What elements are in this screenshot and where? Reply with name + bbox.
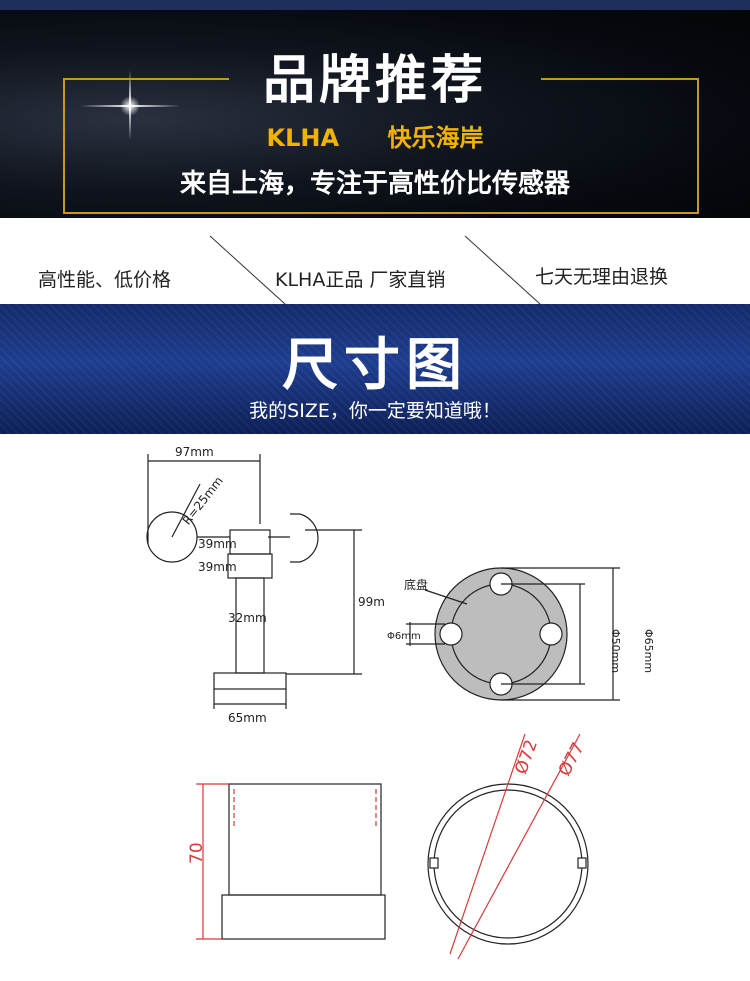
housing-base [221, 894, 386, 940]
dimension-drawing: 97mm R=25mm 39mm 39mm 99m 32mm 65mm 底盘 Φ [0, 434, 750, 977]
label-radius: R=25mm [180, 474, 226, 528]
brand-banner: 品牌推荐 KLHA 快乐海岸 来自上海，专注于高性价比传感器 [0, 0, 750, 218]
size-subtitle: 我的SIZE，你一定要知道哦！ [249, 400, 501, 422]
banner-top-line [0, 0, 750, 10]
base-plate-inner-circle [450, 583, 552, 685]
feature-strip: 高性能、低价格 KLHA正品 厂家直销 七天无理由退换 [0, 218, 750, 304]
feature-dividers [209, 235, 541, 304]
label-ring1: 39mm [198, 537, 237, 551]
brand-name-cn: 快乐海岸 [387, 124, 484, 152]
brand-name-en: KLHA [266, 124, 340, 152]
brand-title: 品牌推荐 [262, 51, 487, 111]
mount-hole-right [539, 622, 563, 646]
gold-frame [63, 78, 699, 214]
banner-texture [0, 304, 750, 434]
gold-frame-top-left [63, 78, 229, 80]
drawing-canvas: 97mm R=25mm 39mm 39mm 99m 32mm 65mm 底盘 Φ [146, 445, 655, 960]
housing-body [228, 783, 382, 896]
gold-frame-top-right [541, 78, 697, 80]
label-base-plate: 底盘 [404, 577, 428, 592]
ring-notch-left [429, 857, 439, 869]
label-base-width: 65mm [228, 711, 267, 725]
sensor-base [213, 672, 287, 690]
feature-item-3: 七天无理由退换 [535, 266, 669, 288]
label-hole: Φ6mm [387, 631, 421, 642]
label-pole: 32mm [228, 611, 267, 625]
label-width-top: 97mm [175, 445, 214, 459]
ring-notch-right [577, 857, 587, 869]
ring-outer [427, 783, 589, 945]
label-height: 99m [358, 595, 385, 609]
label-dia-outer: Ø77 [555, 739, 589, 779]
divider-line-1 [209, 235, 286, 304]
anemometer-cup-right [290, 513, 319, 563]
sensor-pole [235, 577, 265, 674]
ring-inner [433, 789, 583, 939]
label-inner-dia: Φ50mm [609, 629, 622, 673]
dia-line-outer [457, 733, 581, 960]
label-housing-height: 70 [187, 842, 207, 864]
divider-line-2 [464, 235, 541, 304]
leader-base-label [424, 589, 468, 605]
brand-slogan: 来自上海，专注于高性价比传感器 [179, 169, 570, 199]
feature-item-1: 高性能、低价格 [38, 269, 172, 291]
label-outer-dia: Φ65mm [642, 629, 655, 673]
brand-name-row: KLHA 快乐海岸 [0, 118, 750, 153]
size-title: 尺寸图 [282, 333, 468, 398]
label-ring2: 39mm [198, 560, 237, 574]
size-banner: 尺寸图 我的SIZE，你一定要知道哦！ [0, 304, 750, 434]
label-dia-inner: Ø72 [511, 737, 542, 777]
lens-flare-core [120, 96, 140, 116]
dia-line-inner [449, 733, 526, 955]
mount-hole-left [439, 622, 463, 646]
radius-line [171, 483, 201, 538]
feature-item-2: KLHA正品 厂家直销 [275, 269, 446, 291]
